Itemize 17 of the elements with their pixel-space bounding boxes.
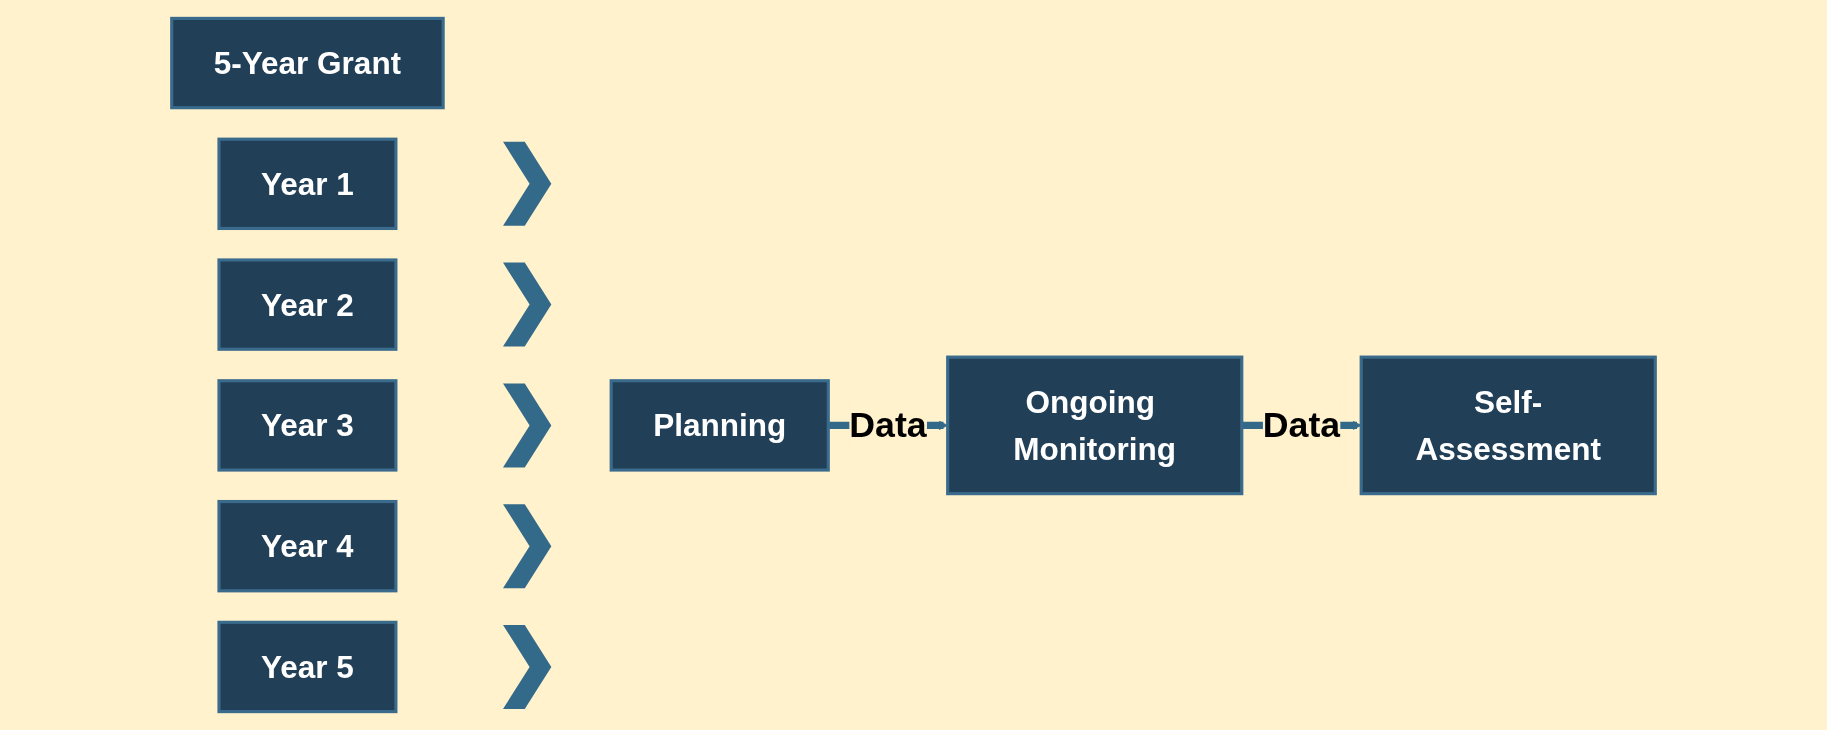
edge-label: Data (849, 404, 927, 445)
node-box (217, 379, 398, 472)
chevron-shape (503, 141, 552, 226)
chevron-shape (503, 624, 552, 709)
chevron-shape (503, 262, 552, 347)
chevron-shape (503, 504, 552, 589)
node-box (170, 16, 445, 110)
edge-label: Data (1262, 404, 1341, 445)
flowchart: Data Data 5-Year Grant Year 1 Year 2 Year 3 Year 4 Year 5 Planning Ongoing Monitoring Self-Assessment (10, 10, 1817, 720)
node-box (217, 258, 398, 351)
node-box (946, 355, 1244, 496)
node-box (217, 499, 398, 593)
chevron-shape (503, 383, 552, 468)
node-box (609, 379, 830, 472)
node-box (1359, 355, 1657, 496)
node-box (217, 137, 398, 231)
node-box (217, 620, 398, 714)
